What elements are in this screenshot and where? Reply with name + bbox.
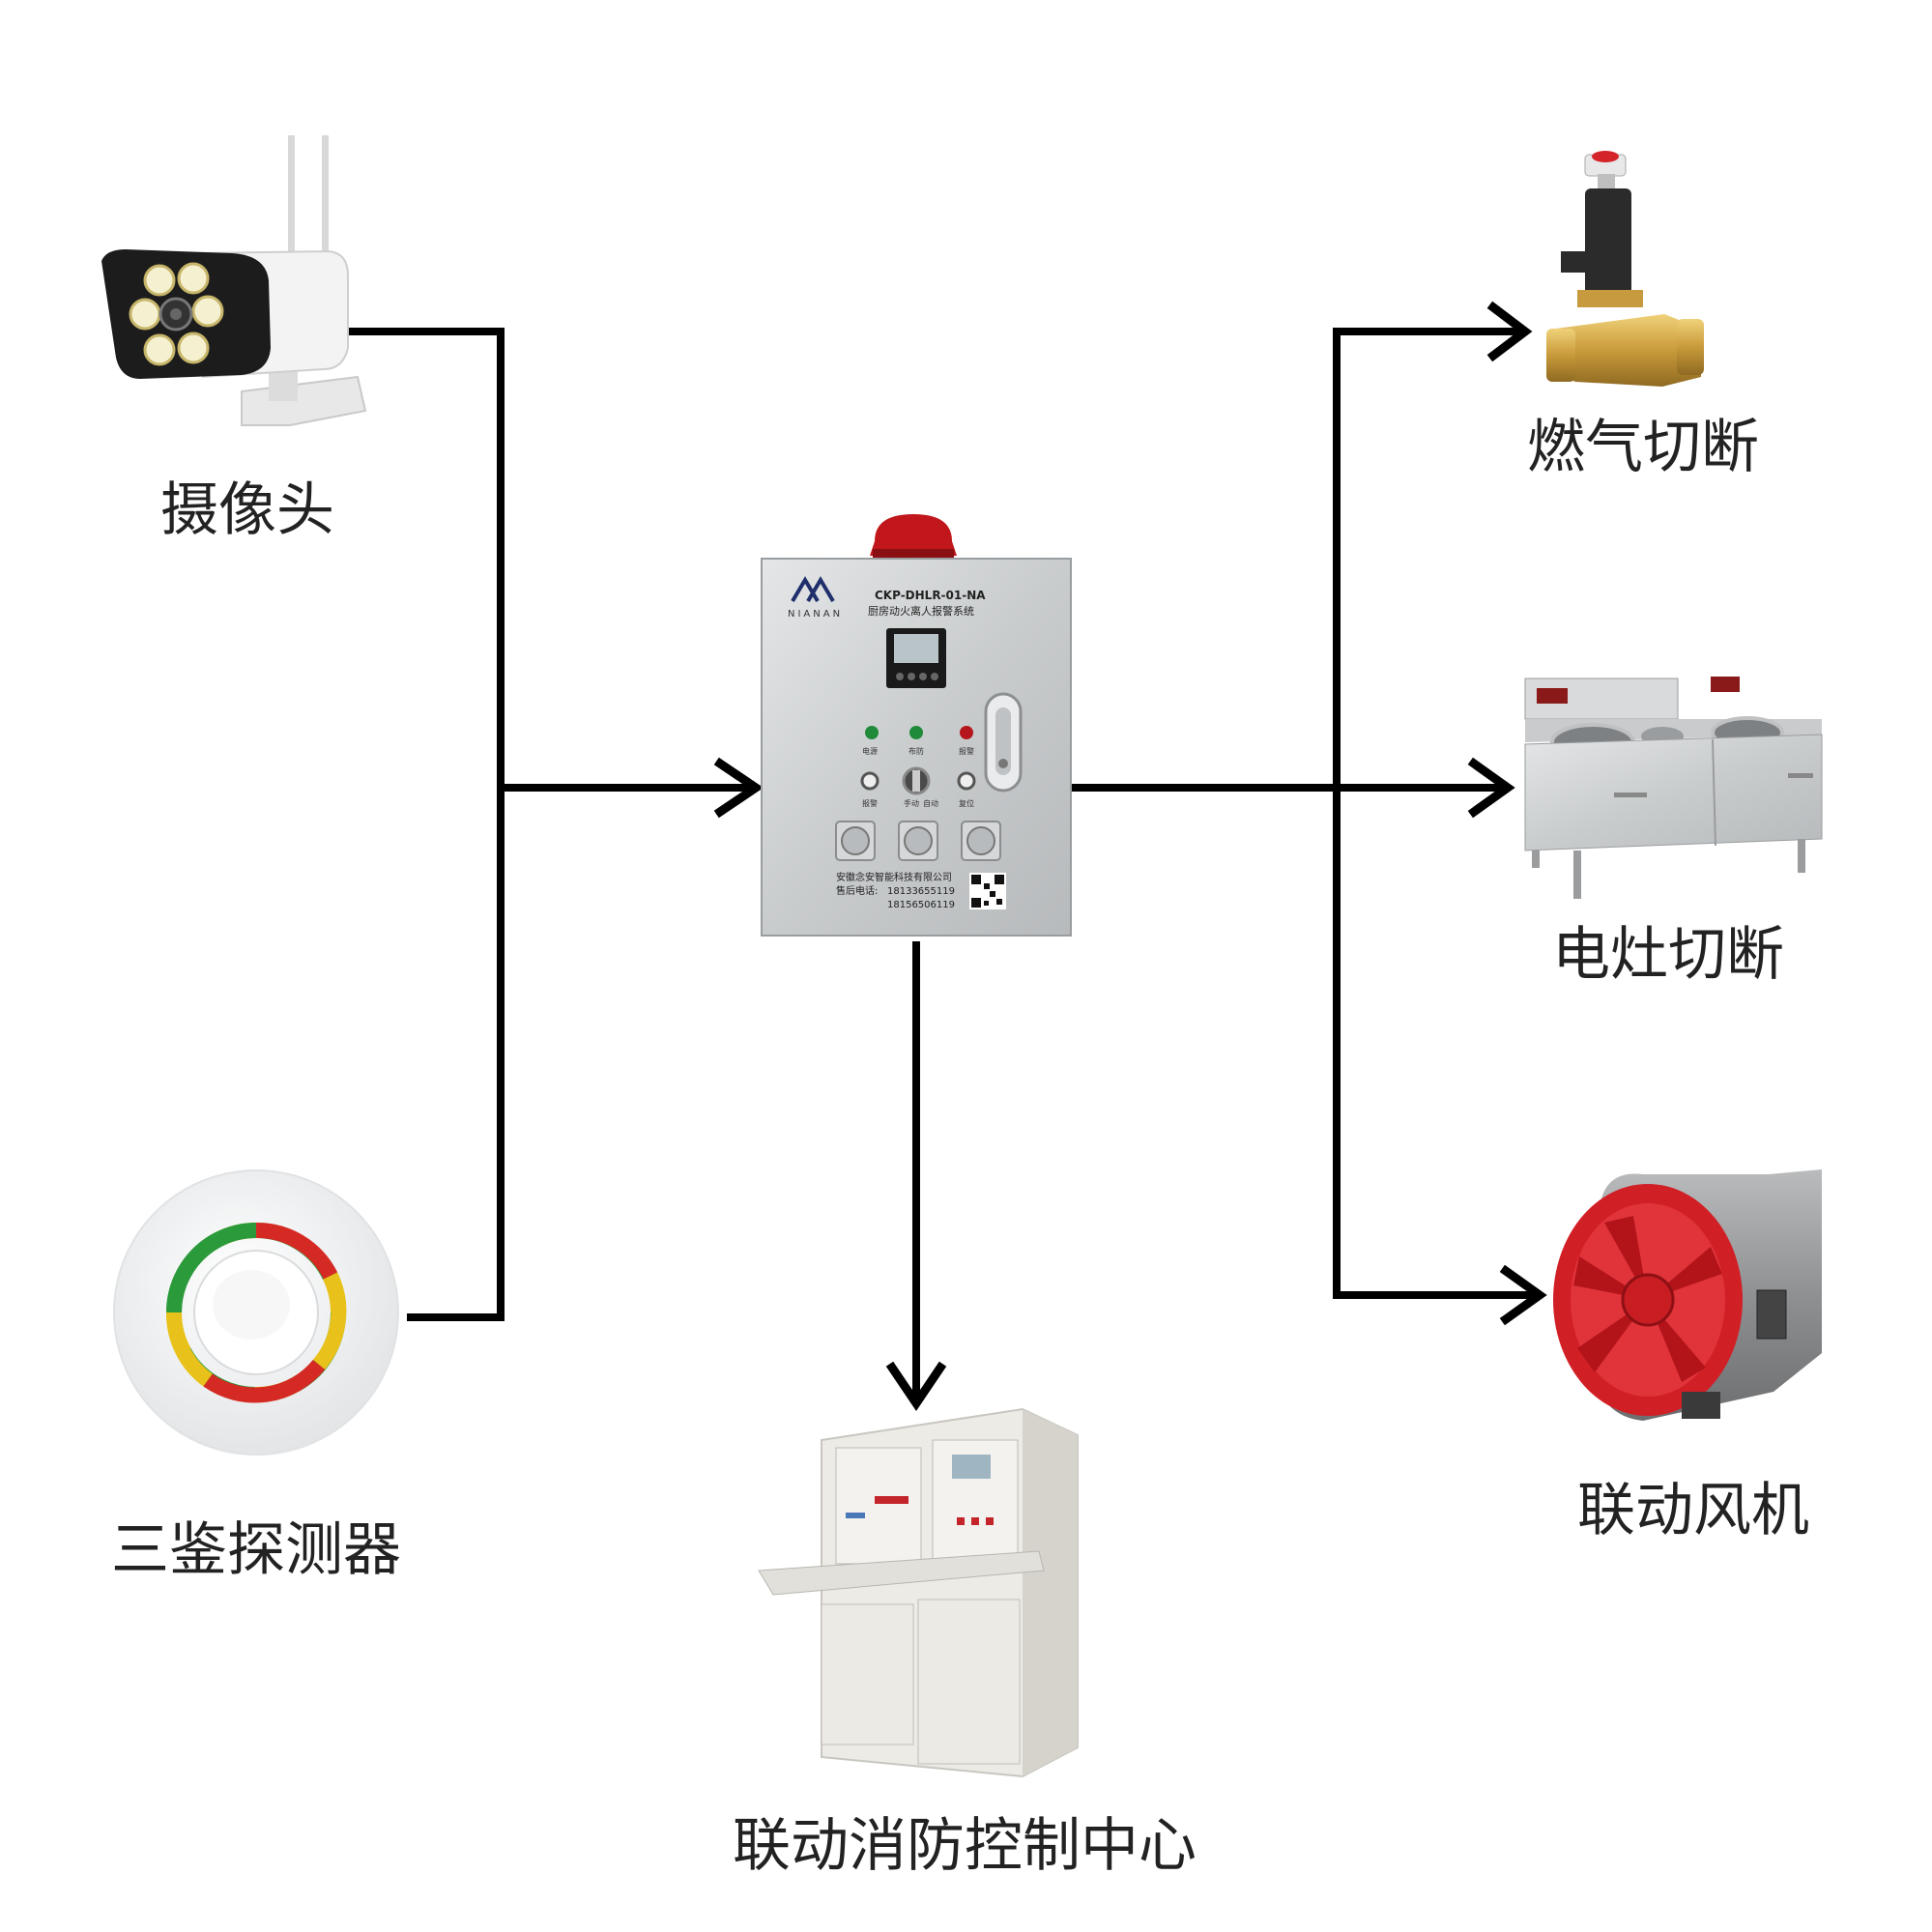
gas-valve-icon [1546,151,1704,387]
switch-label-reset: 复位 [959,798,974,808]
detector-label: 三鉴探测器 [111,1516,401,1584]
input-arrowhead [713,757,764,819]
switch-label-alarm: 报警 [862,798,878,808]
indicator-label-power: 电源 [862,746,878,756]
control-box-icon: NIANAN CKP-DHLR-01-NA 厨房动火离人报警系统 电源 布防 报… [761,514,1072,937]
switch-label-manual: 手动 [904,798,919,808]
electric-stove-icon [1524,677,1823,899]
controller-model: CKP-DHLR-01-NA [875,589,986,602]
stove-label: 电灶切断 [1552,921,1784,989]
fire-center-label: 联动消防控制中心 [733,1812,1197,1880]
qr-code-icon [969,873,1006,909]
fire-center-arrowhead [885,1361,947,1412]
indicator-label-arm: 布防 [908,746,924,756]
fire-control-cabinet-icon [758,1407,1079,1778]
indicator-label-alarm: 报警 [959,746,974,756]
stove-arrowhead [1467,757,1515,819]
detector-icon [113,1169,399,1456]
gas-valve-label: 燃气切断 [1527,414,1759,481]
connector-lines [344,301,1547,1412]
camera-icon [101,135,367,426]
controller-phone-2: 18156506119 [887,900,955,910]
fan-arrowhead [1499,1264,1547,1326]
gas-valve-arrowhead [1486,301,1533,362]
controller-brand: NIANAN [788,609,843,620]
controller-company: 安徽念安智能科技有限公司 [836,871,952,883]
switch-label-auto: 自动 [923,798,938,808]
camera-connector [344,328,505,1321]
fan-label: 联动风机 [1577,1477,1809,1544]
fan-icon [1553,1169,1822,1421]
camera-label: 摄像头 [160,476,334,544]
controller-phone-1: 18133655119 [887,886,955,897]
controller-phone-label: 售后电话: [836,884,878,897]
controller-name: 厨房动火离人报警系统 [868,604,974,618]
